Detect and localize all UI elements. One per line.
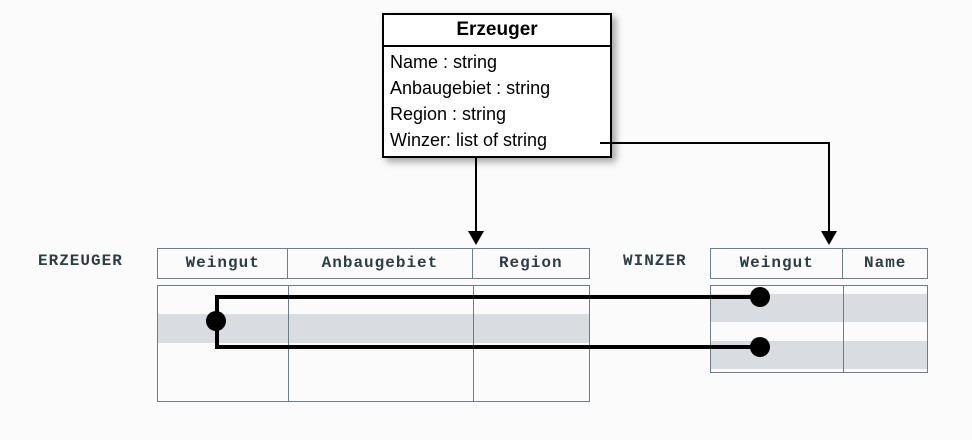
column-divider — [288, 286, 289, 401]
column-divider — [473, 286, 474, 401]
uml-class-box: Erzeuger Name : string Anbaugebiet : str… — [382, 13, 612, 158]
connector-winzer-attr-arrow — [821, 231, 837, 245]
uml-attribute: Name : string — [390, 52, 498, 72]
uml-attribute: Anbaugebiet : string — [390, 78, 551, 98]
column-header-region: Region — [498, 254, 563, 272]
column-header-anbaugebiet: Anbaugebiet — [288, 249, 473, 278]
table-body-winzer — [710, 285, 928, 373]
uml-attribute: Region : string — [390, 104, 507, 124]
column-header-name: Name — [863, 254, 907, 272]
column-header-weingut: Weingut — [711, 249, 844, 278]
fork-endpoint-erzeuger — [206, 311, 226, 331]
column-divider — [843, 286, 844, 372]
uml-attribute: Winzer: list of string — [390, 130, 548, 150]
fork-endpoint-winzer-row3 — [750, 337, 770, 357]
connector-class-to-erzeuger-arrow — [468, 231, 484, 245]
table-body-erzeuger — [157, 285, 590, 402]
table-header-erzeuger: Weingut Anbaugebiet Region — [157, 248, 590, 279]
table-header-winzer: Weingut Name — [710, 248, 928, 279]
fork-endpoint-winzer-row1 — [750, 287, 770, 307]
fork-branch-lower — [215, 345, 760, 349]
table-label-erzeuger: ERZEUGER — [38, 252, 123, 270]
table-row — [158, 314, 589, 343]
connector-class-to-erzeuger-line — [475, 157, 477, 231]
connector-winzer-attr-horizontal — [603, 142, 830, 144]
connector-winzer-attr-vertical — [828, 142, 830, 231]
fork-branch-upper — [215, 295, 760, 299]
uml-class-name: Erzeuger — [384, 15, 610, 47]
table-label-winzer: WINZER — [623, 252, 687, 270]
uml-attribute-list: Name : string Anbaugebiet : string Regio… — [384, 47, 610, 156]
column-header-weingut: Weingut — [158, 249, 289, 278]
